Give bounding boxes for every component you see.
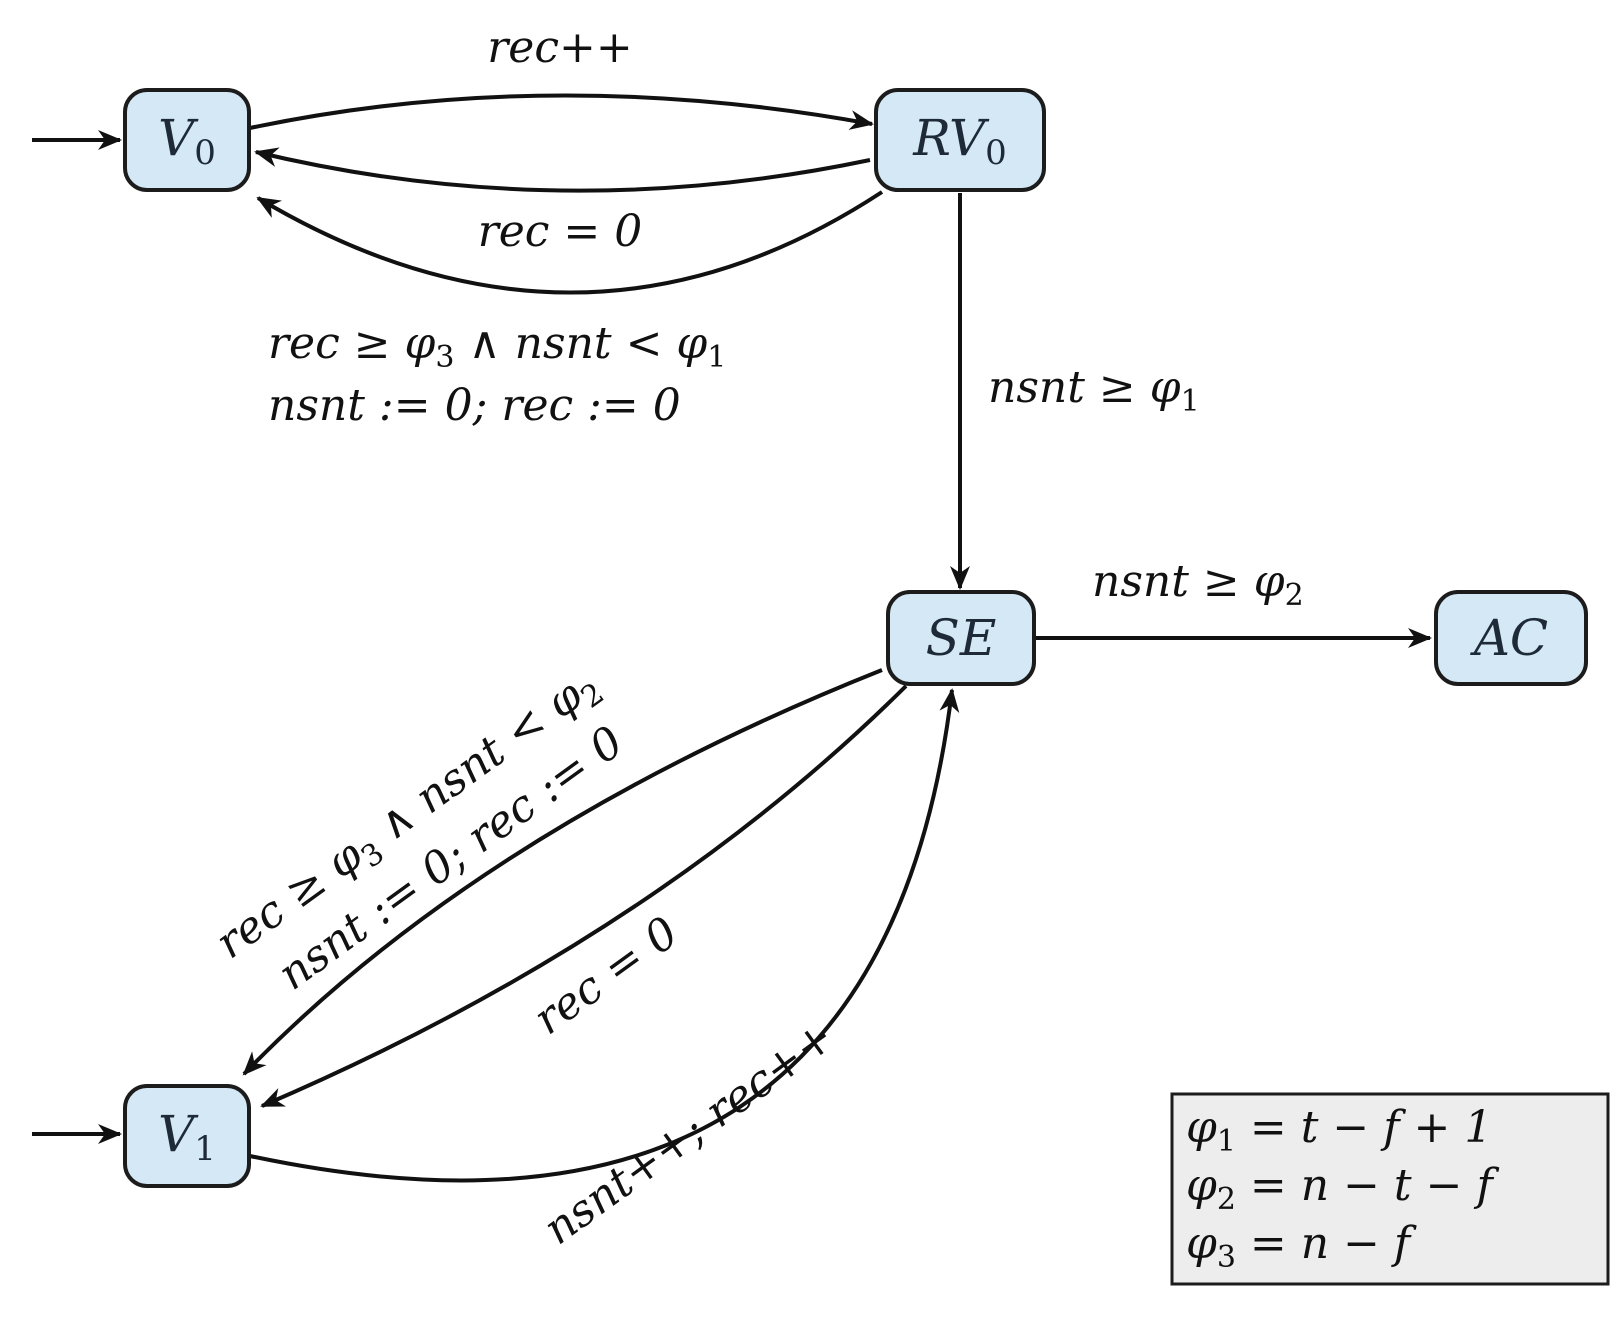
node-v1[interactable]: V1 <box>123 1084 251 1188</box>
label-se-v1-reset: rec = 0 <box>524 907 687 1045</box>
edge-se-to-v1-guard <box>242 668 883 1076</box>
edge-rv0-to-v0-reset <box>254 147 871 193</box>
edge-rv0-to-v0-guard <box>256 190 884 295</box>
svg-text:AC: AC <box>1470 609 1548 667</box>
edge-se-to-v1-reset <box>260 684 908 1108</box>
label-v1-se: nsnt++; rec++ <box>534 1011 843 1255</box>
label-v0-rv0: rec++ <box>487 22 632 73</box>
label-rv0-v0-reset: rec = 0 <box>478 206 643 257</box>
legend-box: φ1 = t − f + 1 φ2 = n − t − f φ3 = n − f <box>1170 1092 1610 1286</box>
node-ac[interactable]: AC <box>1434 590 1588 686</box>
svg-text:nsnt := 0; rec := 0: nsnt := 0; rec := 0 <box>268 380 681 431</box>
edge-v1-to-se <box>249 688 960 1183</box>
svg-text:RV0: RV0 <box>912 109 1007 173</box>
svg-text:SE: SE <box>926 609 997 667</box>
svg-text:V1: V1 <box>158 1105 216 1169</box>
legend-row-phi3: φ3 = n − f <box>1186 1218 1417 1275</box>
node-v0[interactable]: V0 <box>123 88 251 192</box>
label-se-ac: nsnt ≥ φ2 <box>1092 556 1304 613</box>
legend-row-phi2: φ2 = n − t − f <box>1186 1160 1499 1217</box>
label-rv0-se: nsnt ≥ φ1 <box>988 362 1200 419</box>
node-se[interactable]: SE <box>886 590 1036 686</box>
label-rv0-v0-guard: rec ≥ φ3 ∧ nsnt < φ1 nsnt := 0; rec := 0 <box>268 318 726 431</box>
node-rv0[interactable]: RV0 <box>874 88 1046 192</box>
legend-row-phi1: φ1 = t − f + 1 <box>1186 1102 1492 1159</box>
edge-v0-to-rv0 <box>249 93 874 130</box>
svg-text:V0: V0 <box>158 109 216 173</box>
svg-text:rec ≥ φ3 ∧ nsnt < φ1: rec ≥ φ3 ∧ nsnt < φ1 <box>268 318 726 375</box>
